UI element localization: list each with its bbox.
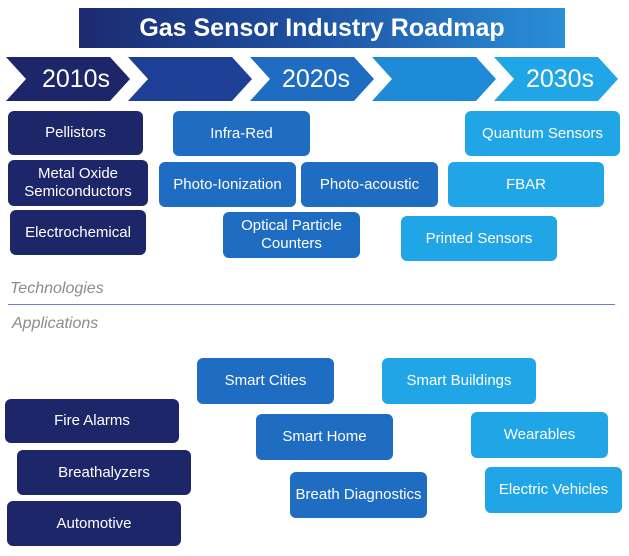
app-electric-vehicles: Electric Vehicles bbox=[485, 467, 622, 513]
app-breathalyzers: Breathalyzers bbox=[17, 450, 191, 495]
technologies-section-label: Technologies bbox=[10, 280, 104, 297]
tech-pellistors: Pellistors bbox=[8, 111, 143, 155]
tech-printed-sensors: Printed Sensors bbox=[401, 216, 557, 261]
era-2030s: 2030s bbox=[525, 64, 595, 93]
app-wearables: Wearables bbox=[471, 412, 608, 458]
tech-metal-oxide-semiconductors: Metal Oxide Semiconductors bbox=[8, 160, 148, 206]
app-smart-buildings: Smart Buildings bbox=[382, 358, 536, 404]
tech-photo-acoustic: Photo-acoustic bbox=[301, 162, 438, 207]
tech-infra-red: Infra-Red bbox=[173, 111, 310, 156]
app-smart-cities: Smart Cities bbox=[197, 358, 334, 404]
timeline-arrow-1 bbox=[6, 57, 130, 101]
app-smart-home: Smart Home bbox=[256, 414, 393, 460]
tech-photo-ionization: Photo-Ionization bbox=[159, 162, 296, 207]
tech-electrochemical: Electrochemical bbox=[10, 210, 146, 255]
timeline-arrows bbox=[6, 57, 618, 101]
app-fire-alarms: Fire Alarms bbox=[5, 399, 179, 443]
roadmap-title: Gas Sensor Industry Roadmap bbox=[79, 8, 565, 48]
timeline-arrow-2 bbox=[128, 57, 252, 101]
timeline-arrow-3 bbox=[250, 57, 374, 101]
app-breath-diagnostics: Breath Diagnostics bbox=[290, 472, 427, 518]
tech-fbar: FBAR bbox=[448, 162, 604, 207]
era-2020s: 2020s bbox=[281, 64, 351, 93]
era-2010s: 2010s bbox=[41, 64, 111, 93]
timeline-arrow-4 bbox=[372, 57, 496, 101]
tech-quantum-sensors: Quantum Sensors bbox=[465, 111, 620, 156]
applications-section-label: Applications bbox=[12, 315, 99, 332]
app-automotive: Automotive bbox=[7, 501, 181, 546]
tech-optical-particle-counters: Optical Particle Counters bbox=[223, 212, 360, 258]
section-divider bbox=[8, 304, 615, 305]
timeline-arrow-5 bbox=[494, 57, 618, 101]
